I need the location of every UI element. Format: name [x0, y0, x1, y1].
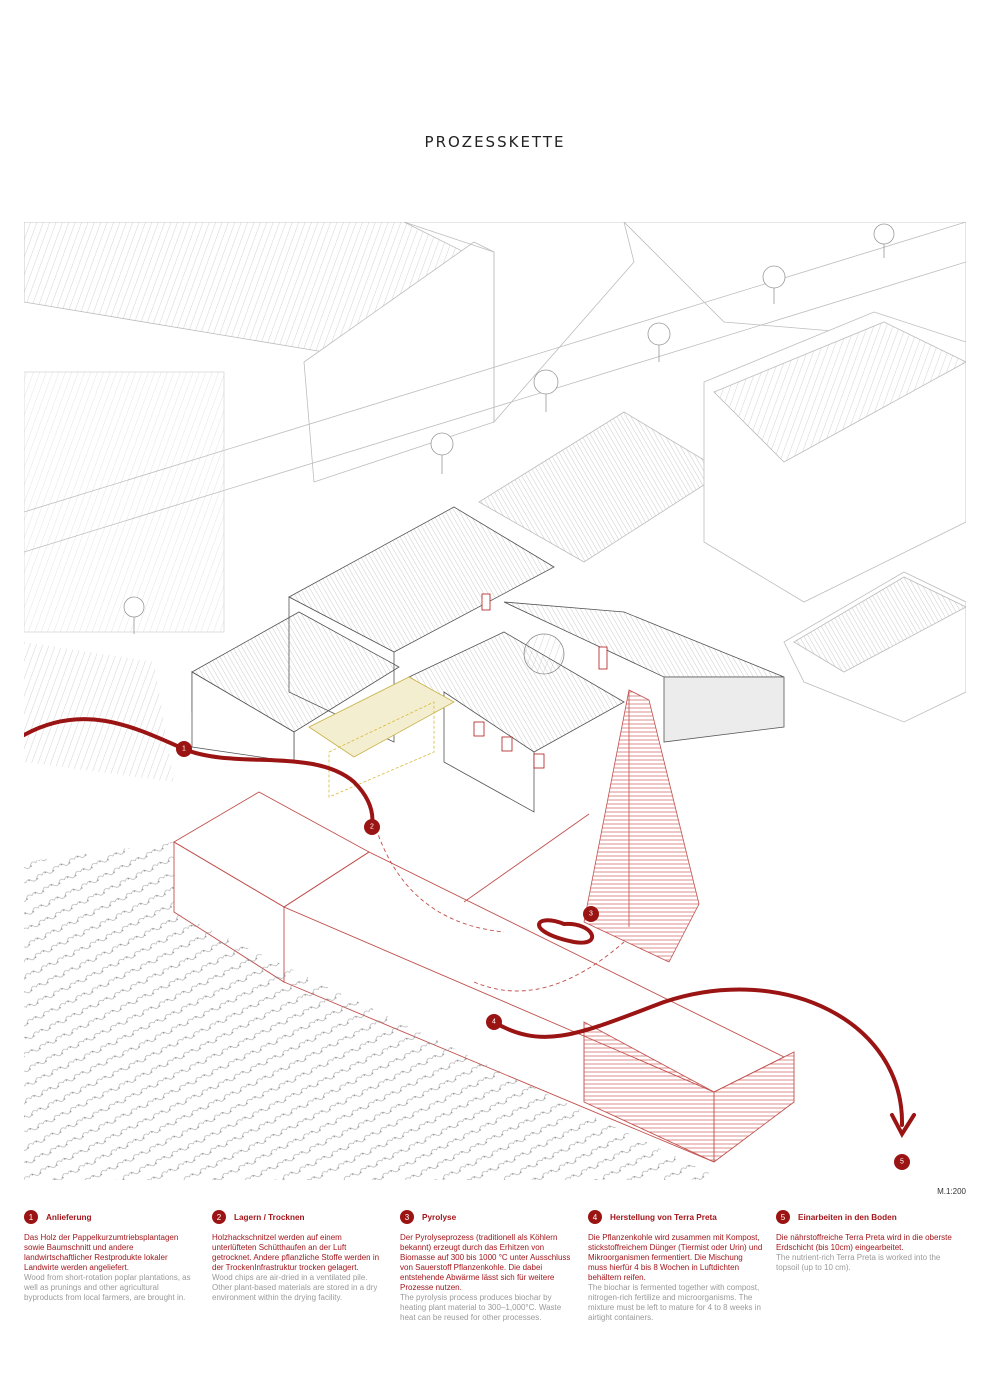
- step-text-de: Der Pyrolyseprozess (traditionell als Kö…: [400, 1233, 571, 1292]
- step-heading: Herstellung von Terra Preta: [610, 1212, 717, 1222]
- legend-step-4: 4 Herstellung von Terra Preta Die Pflanze…: [588, 1210, 776, 1323]
- context-buildings: [24, 222, 966, 723]
- step-text-en: Wood chips are air-dried in a ventilated…: [212, 1273, 378, 1302]
- step-heading: Pyrolyse: [422, 1212, 457, 1222]
- marker-4: 4: [486, 1014, 502, 1030]
- step-heading: Einarbeiten in den Boden: [798, 1212, 897, 1222]
- svg-text:2: 2: [370, 824, 374, 831]
- scale-label: M.1:200: [937, 1187, 966, 1196]
- svg-text:1: 1: [182, 746, 186, 753]
- marker-1: 1: [176, 741, 192, 757]
- page-title: PROZESSKETTE: [424, 133, 566, 151]
- legend-step-3: 3 Pyrolyse Der Pyrolyseprozess (tradition…: [400, 1210, 588, 1323]
- step-text-en: The pyrolysis process produces biochar b…: [400, 1293, 562, 1322]
- legend-step-2: 2 Lagern / Trocknen Holzhackschnitzel wer…: [212, 1210, 400, 1323]
- step-text-de: Die nährstoffreiche Terra Preta wird in …: [776, 1233, 952, 1252]
- step-text-en: The nutrient-rich Terra Preta is worked …: [776, 1253, 941, 1272]
- step-text-de: Holzhackschnitzel werden auf einem unter…: [212, 1233, 380, 1272]
- pyrolysis-tower: [583, 689, 700, 963]
- step-text-de: Die Pflanzenkohle wird zusammen mit Komp…: [588, 1233, 763, 1282]
- step-heading: Lagern / Trocknen: [234, 1212, 305, 1222]
- farm-building: [191, 506, 785, 813]
- legend-step-1: 1 Anlieferung Das Holz der Pappelkurzumtr…: [24, 1210, 212, 1323]
- vineyard-field: [24, 642, 724, 1180]
- step-number: 3: [400, 1210, 414, 1224]
- marker-2: 2: [364, 819, 380, 835]
- step-number: 5: [776, 1210, 790, 1224]
- svg-text:3: 3: [589, 911, 593, 918]
- step-number: 4: [588, 1210, 602, 1224]
- process-markers: 1 2 3 4 5: [176, 741, 910, 1170]
- step-number: 2: [212, 1210, 226, 1224]
- step-heading: Anlieferung: [46, 1212, 92, 1222]
- process-legend: 1 Anlieferung Das Holz der Pappelkurzumtr…: [24, 1210, 966, 1323]
- svg-text:4: 4: [492, 1019, 496, 1026]
- marker-3: 3: [583, 906, 599, 922]
- step-text-de: Das Holz der Pappelkurzumtriebsplantagen…: [24, 1233, 179, 1272]
- marker-5: 5: [894, 1154, 910, 1170]
- process-chain-arrow: [24, 717, 916, 1138]
- legend-step-5: 5 Einarbeiten in den Boden Die nährstoffr…: [776, 1210, 964, 1323]
- step-number: 1: [24, 1210, 38, 1224]
- svg-text:5: 5: [900, 1159, 904, 1166]
- street-trees: [123, 223, 895, 634]
- step-text-en: The biochar is fermented together with c…: [588, 1283, 761, 1322]
- step-text-en: Wood from short-rotation poplar plantati…: [24, 1273, 191, 1302]
- axonometric-drawing: 1 2 3 4 5: [24, 222, 966, 1180]
